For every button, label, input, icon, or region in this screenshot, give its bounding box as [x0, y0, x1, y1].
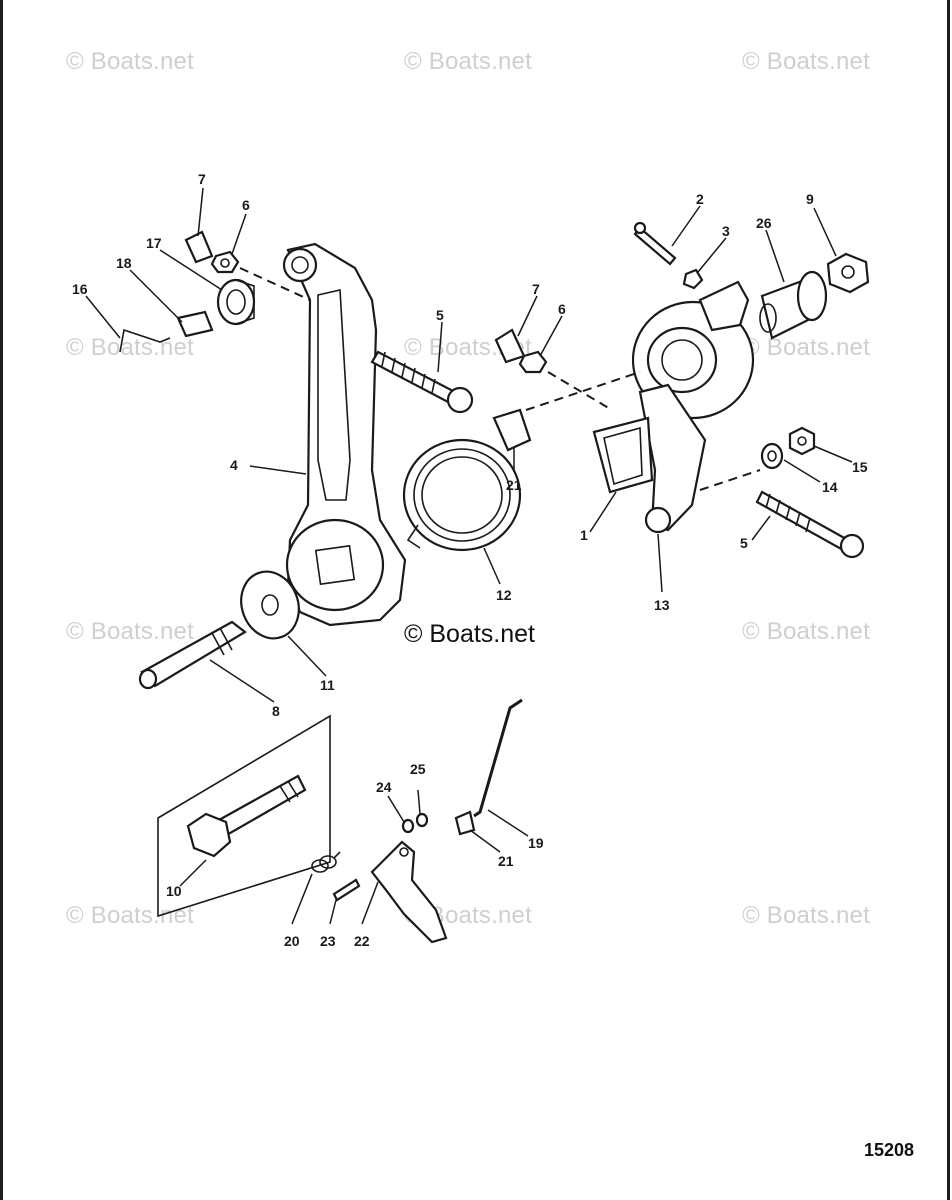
watermark: © Boats.net: [742, 618, 870, 645]
part-6-nut-right: [518, 350, 548, 374]
frame-right-border: [947, 0, 950, 1200]
watermark: © Boats.net: [742, 334, 870, 361]
part-21-clip-upper: [492, 408, 532, 452]
watermark: © Boats.net: [66, 48, 194, 75]
watermark: © Boats.net: [742, 48, 870, 75]
callout-6: 6: [242, 197, 250, 213]
center-watermark: © Boats.net: [404, 620, 535, 648]
callout-11: 11: [320, 677, 335, 693]
callout-5: 5: [740, 535, 748, 551]
part-19-link-rod: [473, 698, 523, 818]
callout-10: 10: [166, 883, 182, 899]
part-26-flanged-bushing: [759, 270, 828, 340]
callout-7: 7: [198, 171, 206, 187]
part-5-screw-right: [755, 490, 865, 559]
callout-8: 8: [272, 703, 280, 719]
callout-26: 26: [756, 215, 772, 231]
part-24-washer-small: [401, 818, 415, 834]
callout-3: 3: [722, 223, 730, 239]
part-4-lever-arm: [282, 242, 407, 627]
callout-4: 4: [230, 457, 238, 473]
part-3-nut: [682, 268, 704, 290]
callout-16: 16: [72, 281, 88, 297]
part-25-nut-small: [415, 812, 429, 828]
callout-18: 18: [116, 255, 132, 271]
callout-23: 23: [320, 933, 336, 949]
part-18-clip: [176, 310, 214, 338]
part-22-cam-lever: [370, 840, 448, 944]
part-17-bushing: [216, 278, 256, 326]
part-16-pin: [119, 328, 171, 353]
part-2-screw: [633, 221, 677, 266]
callout-6: 6: [558, 301, 566, 317]
callout-24: 24: [376, 779, 392, 795]
part-6-nut-left: [210, 250, 240, 274]
callout-9: 9: [806, 191, 814, 207]
part-7-swivel-right: [494, 328, 526, 364]
watermark: © Boats.net: [66, 902, 194, 929]
figure-number: 15208: [864, 1140, 915, 1160]
callout-21: 21: [498, 853, 514, 869]
part-21-clip-lower: [454, 810, 476, 836]
frame-left-border: [0, 0, 3, 1200]
leader-lines: [85, 187, 853, 925]
part-20-spring: [311, 851, 341, 873]
part-7-swivel-left: [184, 230, 214, 264]
part-8-pin: [138, 620, 247, 690]
callout-7: 7: [532, 281, 540, 297]
part-5-screw-left: [370, 350, 474, 414]
callout-21: 21: [506, 477, 522, 493]
callout-2: 2: [696, 191, 704, 207]
part-10-bolt-inset: [157, 714, 331, 918]
callout-1: 1: [580, 527, 588, 543]
callout-14: 14: [822, 479, 838, 495]
watermark: © Boats.net: [66, 334, 194, 361]
callout-25: 25: [410, 761, 426, 777]
callout-20: 20: [284, 933, 300, 949]
callout-labels: 7 6 17 18 16 5 4 7 6 21 2 3 26 9 1 13 15…: [72, 171, 868, 949]
part-14-washer: [760, 442, 784, 470]
callout-13: 13: [654, 597, 670, 613]
watermark: © Boats.net: [404, 48, 532, 75]
part-1-throttle-lever: [592, 280, 755, 534]
part-15-nut: [788, 426, 816, 456]
watermark: © Boats.net: [66, 618, 194, 645]
part-9-nut: [826, 252, 870, 294]
callout-19: 19: [528, 835, 544, 851]
callout-22: 22: [354, 933, 370, 949]
watermark: © Boats.net: [742, 902, 870, 929]
part-23-pin: [332, 878, 361, 902]
callout-5: 5: [436, 307, 444, 323]
callout-15: 15: [852, 459, 868, 475]
part-11-washer: [240, 570, 300, 640]
callout-17: 17: [146, 235, 162, 251]
callout-12: 12: [496, 587, 512, 603]
part-12-coil-spring: [402, 438, 522, 552]
